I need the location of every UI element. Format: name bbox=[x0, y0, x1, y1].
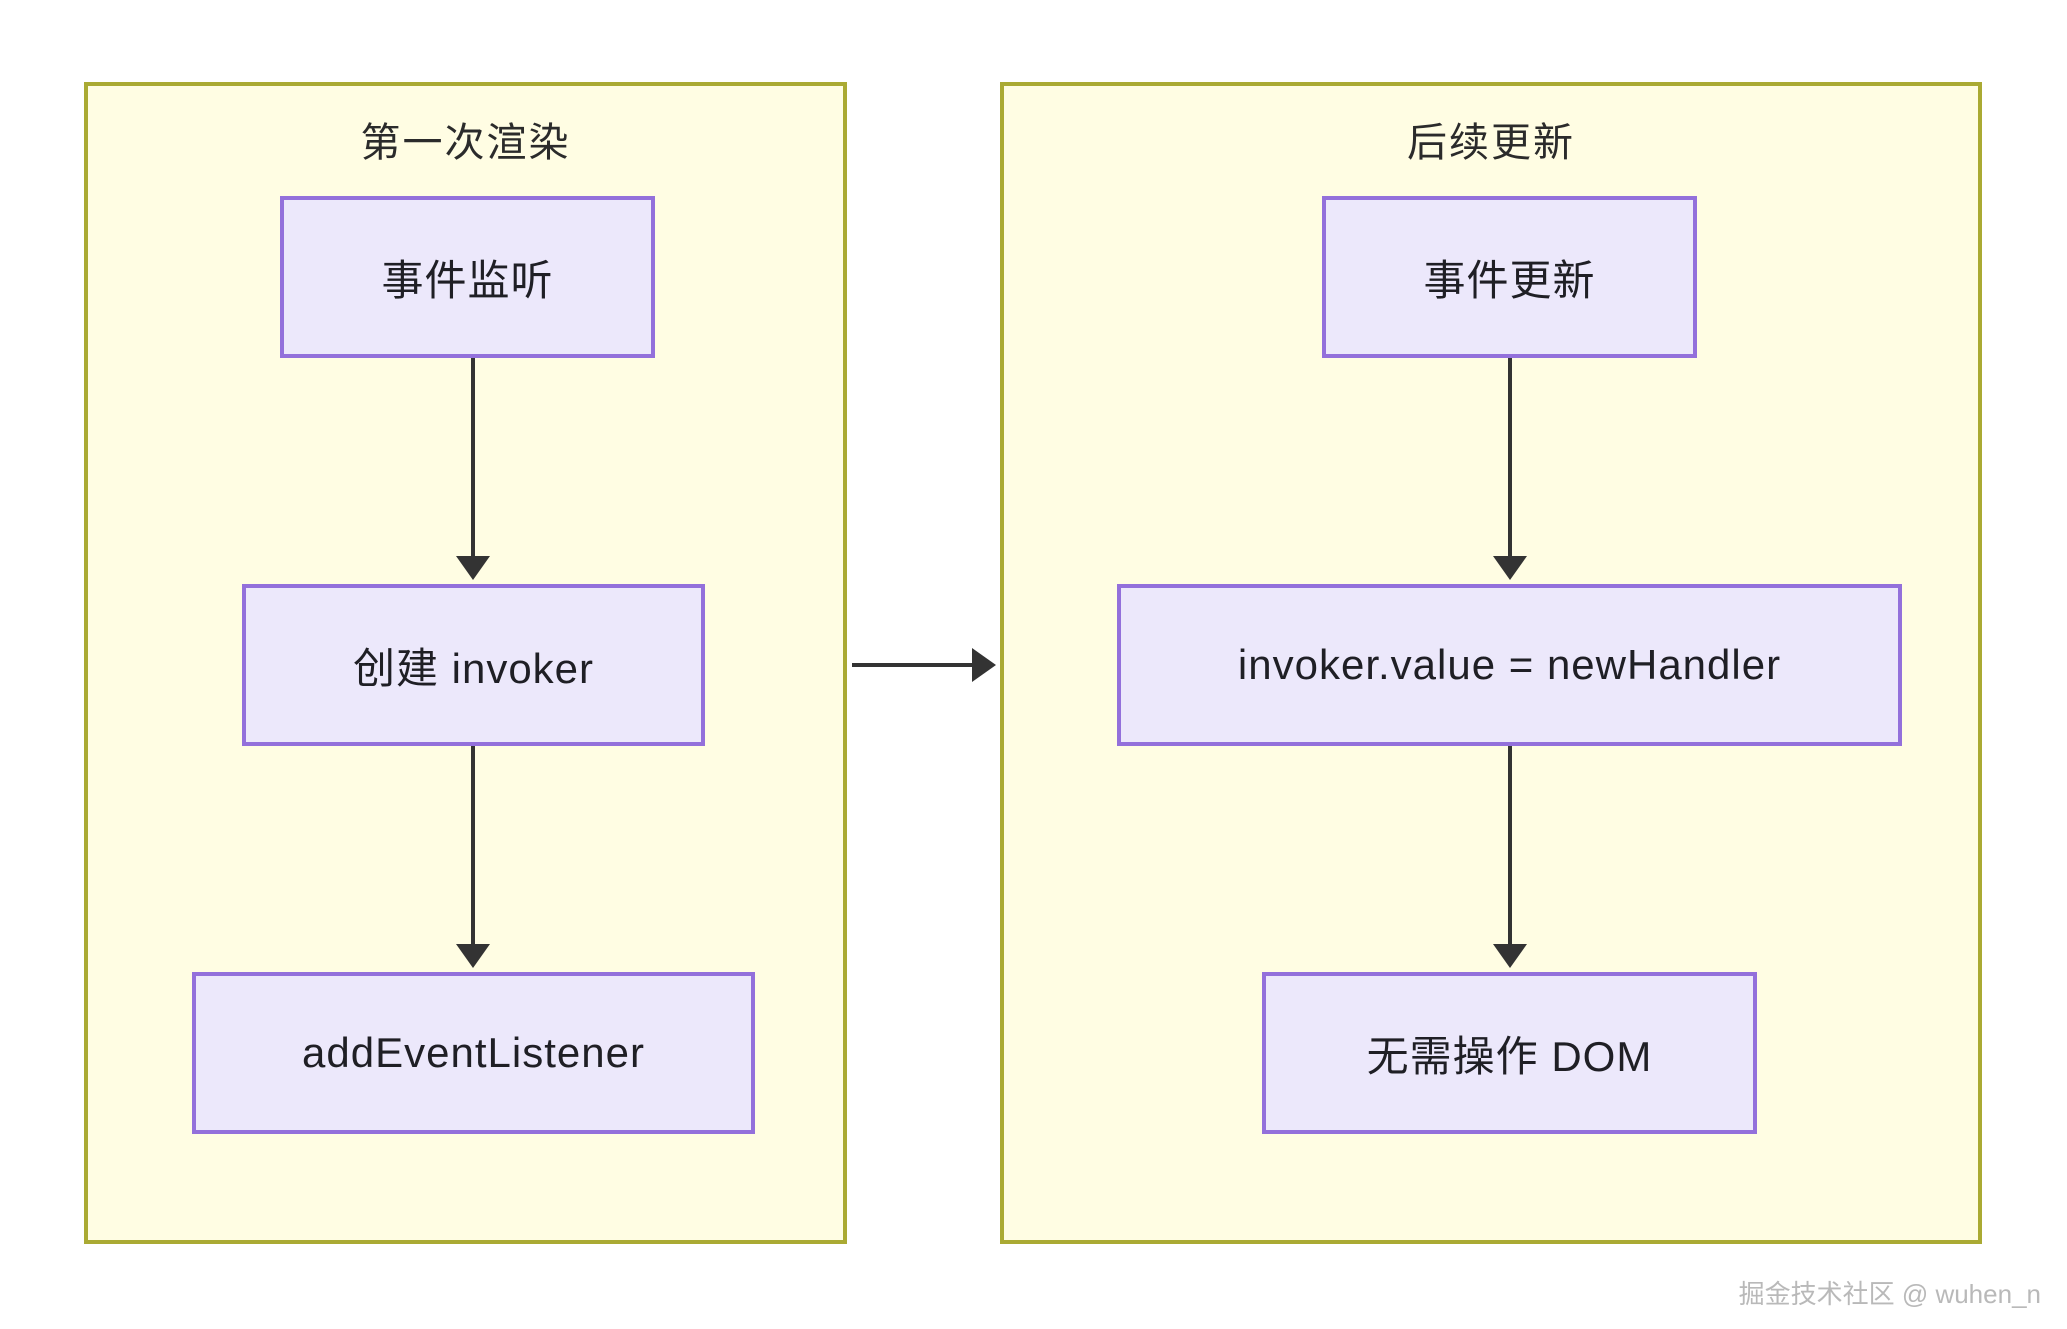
watermark: 掘金技术社区 @ wuhen_n bbox=[1738, 1279, 2041, 1309]
edge-create-invoker-to-invoker-value bbox=[852, 663, 976, 667]
node-label-event-update: 事件更新 bbox=[1423, 256, 1596, 304]
node-label-invoker-value: invoker.value = newHandler bbox=[1237, 641, 1782, 688]
node-event-update[interactable]: 事件更新 bbox=[1322, 196, 1697, 358]
node-no-dom-op[interactable]: 无需操作 DOM bbox=[1262, 972, 1757, 1134]
node-label-add-event-listener: addEventListener bbox=[302, 1029, 645, 1076]
subgraph-title-later-updates: 后续更新 bbox=[1407, 121, 1575, 165]
node-create-invoker[interactable]: 创建 invoker bbox=[242, 584, 705, 746]
edge-create-invoker-to-add-event-listener bbox=[471, 746, 475, 948]
node-invoker-value[interactable]: invoker.value = newHandler bbox=[1117, 584, 1902, 746]
node-label-create-invoker: 创建 invoker bbox=[352, 644, 595, 692]
subgraph-title-first-render: 第一次渲染 bbox=[360, 121, 571, 165]
edge-event-update-to-invoker-value bbox=[1508, 358, 1512, 560]
node-label-no-dom-op: 无需操作 DOM bbox=[1366, 1032, 1653, 1080]
node-add-event-listener[interactable]: addEventListener bbox=[192, 972, 755, 1134]
node-label-event-listen: 事件监听 bbox=[381, 256, 554, 304]
node-event-listen[interactable]: 事件监听 bbox=[280, 196, 655, 358]
edge-invoker-value-to-no-dom-op bbox=[1508, 746, 1512, 948]
edge-event-listen-to-create-invoker bbox=[471, 358, 475, 560]
